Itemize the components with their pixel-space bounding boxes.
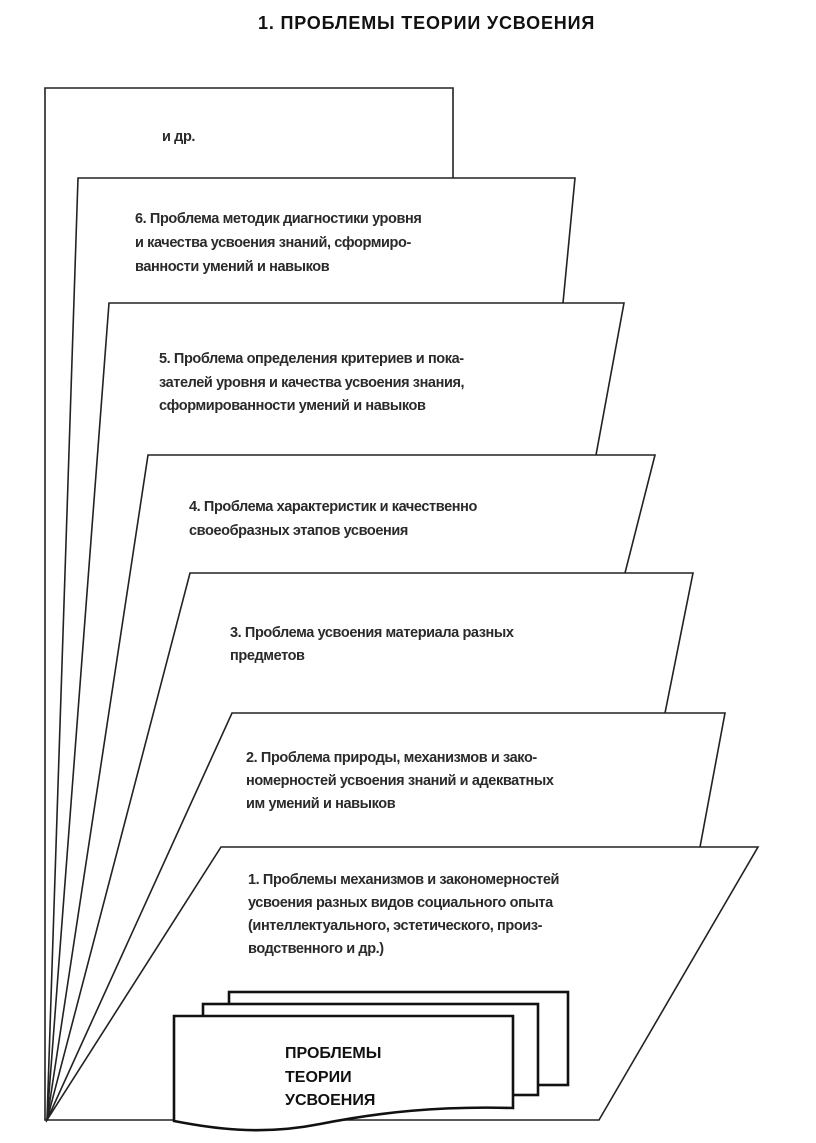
panel-3-line: предметов	[230, 648, 305, 664]
panel-1-line: 1. Проблемы механизмов и закономерностей	[248, 872, 559, 888]
document-card-front	[172, 1014, 515, 1132]
panel-etc-text: и др.	[162, 129, 195, 145]
panel-4-line: своеобразных этапов усвоения	[189, 523, 408, 539]
panel-2-line: номерностей усвоения знаний и адекватных	[246, 773, 554, 789]
panel-6-line: и качества усвоения знаний, сформиро-	[135, 235, 411, 251]
panel-2-line: им умений и навыков	[246, 796, 396, 812]
panel-2-line: 2. Проблема природы, механизмов и зако-	[246, 750, 537, 766]
panel-6-line: 6. Проблема методик диагностики уровня	[135, 211, 421, 227]
panel-6-line: ванности умений и навыков	[135, 259, 330, 275]
panel-1-line: (интеллектуального, эстетического, произ…	[248, 918, 543, 934]
documents-stack-icon: ПРОБЛЕМЫ ТЕОРИИ УСВОЕНИЯ	[172, 990, 570, 1132]
documents-box-line: ТЕОРИИ	[285, 1069, 352, 1086]
panel-3-line: 3. Проблема усвоения материала разных	[230, 625, 514, 641]
documents-box-line: УСВОЕНИЯ	[285, 1092, 375, 1109]
panel-5-line: зателей уровня и качества усвоения знани…	[159, 375, 465, 391]
panel-5-line: сформированности умений и навыков	[159, 398, 426, 414]
panel-4-line: 4. Проблема характеристик и качественно	[189, 499, 477, 515]
panel-1-line: усвоения разных видов социального опыта	[248, 895, 554, 911]
documents-box-line: ПРОБЛЕМЫ	[285, 1045, 381, 1062]
diagram-title: 1. ПРОБЛЕМЫ ТЕОРИИ УСВОЕНИЯ	[258, 13, 594, 33]
panel-5-line: 5. Проблема определения критериев и пока…	[159, 351, 464, 367]
panel-1-line: водственного и др.)	[248, 941, 384, 957]
